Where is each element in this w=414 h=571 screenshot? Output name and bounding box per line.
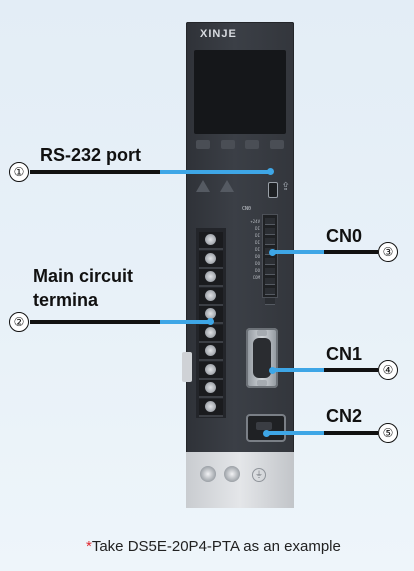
leader-line-cn0-blue xyxy=(274,250,324,254)
leader-line-rs232-black xyxy=(30,170,160,174)
terminal-slot xyxy=(199,361,223,380)
leader-line-terminal-blue xyxy=(160,320,210,324)
terminal-slot xyxy=(199,398,223,417)
terminal-screw xyxy=(205,326,216,338)
cn0-pin-label: DI xyxy=(255,240,260,245)
footnote: *Take DS5E-20P4-PTA as an example xyxy=(86,538,341,555)
footnote-text: Take DS5E-20P4-PTA as an example xyxy=(91,538,341,555)
leader-dot-terminal xyxy=(207,318,214,325)
leader-dot-rs232 xyxy=(267,168,274,175)
indicator-led xyxy=(269,140,284,149)
cn0-silkscreen-label: CN0 xyxy=(242,206,252,212)
leader-dot-cn1 xyxy=(269,367,276,374)
callout-number-3: ③ xyxy=(378,242,398,262)
terminal-screw xyxy=(205,234,216,245)
callout-number-1: ① xyxy=(9,162,29,182)
cn0-pin xyxy=(265,288,275,295)
terminal-slot xyxy=(199,232,223,250)
indicator-row xyxy=(196,140,284,152)
cn0-pin-label: COM xyxy=(252,275,260,280)
indicator-led xyxy=(220,140,235,149)
leader-line-cn1-black xyxy=(324,368,378,372)
cn0-pin xyxy=(265,268,275,275)
footnote-asterisk: * xyxy=(86,538,92,555)
cn0-pin-labels: +24V DI DI DI DI DO DO DO COM xyxy=(240,218,260,281)
terminal-screw xyxy=(205,400,216,412)
brand-logo: XINJE xyxy=(200,28,237,40)
leader-line-cn2-black xyxy=(324,431,378,435)
terminal-screw xyxy=(205,382,216,393)
connector-screw xyxy=(257,380,267,386)
leader-line-rs232-blue xyxy=(160,170,270,174)
cn0-pin-label: DO xyxy=(255,261,260,266)
callout-label-main-circuit-line1: Main circuit xyxy=(33,266,134,286)
leader-dot-cn2 xyxy=(263,430,270,437)
callout-label-cn0: CN0 xyxy=(326,226,363,246)
indicator-led xyxy=(196,140,210,149)
cn2-socket xyxy=(256,422,272,430)
cn0-pin-label: DI xyxy=(255,233,260,238)
terminal-slot xyxy=(199,343,223,361)
terminal-screw xyxy=(205,308,216,319)
leader-line-terminal-black xyxy=(30,320,160,324)
callout-label-rs232: RS-232 port xyxy=(40,145,142,165)
terminal-slot xyxy=(199,269,223,287)
warning-triangle-icon xyxy=(220,180,234,192)
rs232-connector xyxy=(268,182,278,198)
cn0-pin xyxy=(265,218,275,225)
cn0-pin xyxy=(265,258,275,265)
callout-number-4: ④ xyxy=(378,360,398,380)
terminal-screw xyxy=(205,271,216,282)
ground-screw xyxy=(224,466,240,482)
display-panel xyxy=(194,50,286,134)
terminal-slot xyxy=(199,287,223,306)
leader-line-cn0-black xyxy=(324,250,378,254)
servo-drive: XINJE ⇪ CN0 +24V DI DI DI DI DO DO DO COM ⏚ xyxy=(182,22,294,508)
terminal-screw xyxy=(205,345,216,356)
callout-label-cn2: CN2 xyxy=(326,406,363,426)
bottom-panel: ⏚ xyxy=(186,452,294,508)
callout-label-main-circuit-line2: termina xyxy=(33,290,99,310)
leader-dot-cn0 xyxy=(269,249,276,256)
cn1-db9-connector xyxy=(246,328,278,388)
terminal-screw xyxy=(205,289,216,301)
cn0-pin-label: +24V xyxy=(250,219,260,224)
terminal-screw xyxy=(205,252,216,264)
cn2-connector xyxy=(246,414,286,442)
usb-symbol-icon: ⇪ xyxy=(281,181,291,193)
cn0-pin-label: DI xyxy=(255,226,260,231)
leader-line-cn2-blue xyxy=(268,431,324,435)
cn0-pin xyxy=(265,298,275,305)
terminal-slot xyxy=(199,250,223,269)
cn0-pin-label: DO xyxy=(255,254,260,259)
cn0-pin xyxy=(265,278,275,285)
callout-number-2: ② xyxy=(9,312,29,332)
terminal-bracket xyxy=(182,352,192,382)
cn0-pin xyxy=(265,228,275,235)
cn0-pin-label: DI xyxy=(255,247,260,252)
db9-socket xyxy=(253,338,271,378)
callout-label-cn1: CN1 xyxy=(326,344,363,364)
warning-triangle-icon xyxy=(196,180,210,192)
cn0-pin-label: DO xyxy=(255,268,260,273)
callout-number-5: ⑤ xyxy=(378,423,398,443)
terminal-slot xyxy=(199,380,223,398)
cn0-connector xyxy=(262,214,278,305)
connector-screw xyxy=(257,330,267,336)
cn0-pin xyxy=(265,238,275,245)
ground-symbol-icon: ⏚ xyxy=(252,468,266,482)
ground-screw xyxy=(200,466,216,482)
terminal-screw xyxy=(205,363,216,375)
leader-line-cn1-blue xyxy=(274,368,324,372)
terminal-slot xyxy=(199,324,223,343)
indicator-led xyxy=(245,140,260,149)
